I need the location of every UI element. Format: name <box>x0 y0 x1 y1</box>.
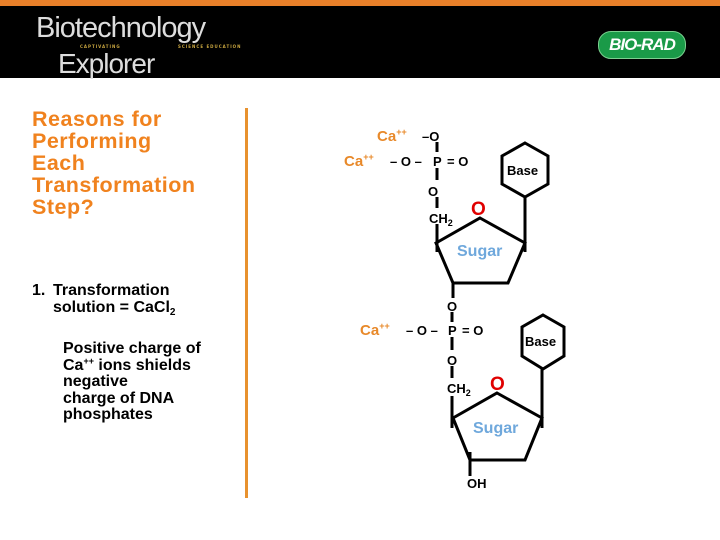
explanation-line: negative <box>63 373 128 390</box>
double-bond-oxygen: = O <box>462 323 483 338</box>
explanation-line: Positive charge of <box>63 340 201 357</box>
oxygen: – O – <box>406 323 438 338</box>
point-line1: Transformation <box>53 282 170 299</box>
logo-biotechnology: Biotechnology <box>36 12 206 44</box>
labels: Ca++ –O Ca++ – O – P = O O CH2 Base O Su… <box>344 127 556 491</box>
oxygen: O <box>447 353 457 368</box>
point-line2: solution = CaCl2 <box>53 299 176 318</box>
ca-text: Ca <box>63 356 84 374</box>
logo-tagline-left: CAPTIVATING <box>80 44 121 49</box>
bonds <box>434 141 566 476</box>
title-line: Performing <box>32 129 152 153</box>
title-line: Transformation <box>32 173 196 197</box>
explanation-line: charge of DNA <box>63 389 175 407</box>
ring-oxygen: O <box>471 199 486 220</box>
sugar-label: Sugar <box>473 420 518 437</box>
oxygen: O <box>447 299 457 314</box>
ions-text: ions shields <box>93 356 191 374</box>
subscript: 2 <box>169 307 176 318</box>
oxygen: O <box>428 184 438 199</box>
point-number: 1. <box>32 282 46 299</box>
double-bond-oxygen: = O <box>447 154 468 169</box>
logo-tagline-right: SCIENCE EDUCATION <box>178 44 242 49</box>
calcium-ion: Ca++ <box>344 152 374 170</box>
header-accent-strip <box>0 0 720 6</box>
base-label: Base <box>507 163 538 178</box>
explanation: Positive charge of Ca++ ions shields neg… <box>63 340 201 424</box>
calcium-ion: Ca++ <box>360 321 390 339</box>
oxygen: –O <box>422 129 439 144</box>
ch2: CH2 <box>429 211 453 228</box>
base-label: Base <box>525 334 556 349</box>
sugar-label: Sugar <box>457 243 502 260</box>
title-line: Step? <box>32 195 95 219</box>
title-line: Reasons for <box>32 107 162 131</box>
explanation-line: phosphates <box>63 406 153 423</box>
oxygen: – O – <box>390 154 422 169</box>
calcium-ion: Ca++ <box>377 127 407 145</box>
hydroxyl: OH <box>467 476 487 491</box>
ring-oxygen: O <box>490 374 505 395</box>
slide-title: Reasons for Performing Each Transformati… <box>32 108 196 218</box>
explanation-line: Ca++ ions shields <box>63 355 201 375</box>
bio-rad-logo: BIO-RAD <box>598 31 686 59</box>
vertical-divider <box>245 108 248 498</box>
title-line: Each <box>32 151 86 175</box>
superscript: ++ <box>83 355 94 366</box>
phosphorus: P <box>433 154 442 169</box>
slide-header: Biotechnology CAPTIVATING SCIENCE EDUCAT… <box>0 0 720 78</box>
ch2: CH2 <box>447 381 471 398</box>
point-line2-text: solution = CaCl <box>53 299 170 316</box>
logo-explorer: Explorer <box>58 48 155 79</box>
phosphorus: P <box>448 323 457 338</box>
